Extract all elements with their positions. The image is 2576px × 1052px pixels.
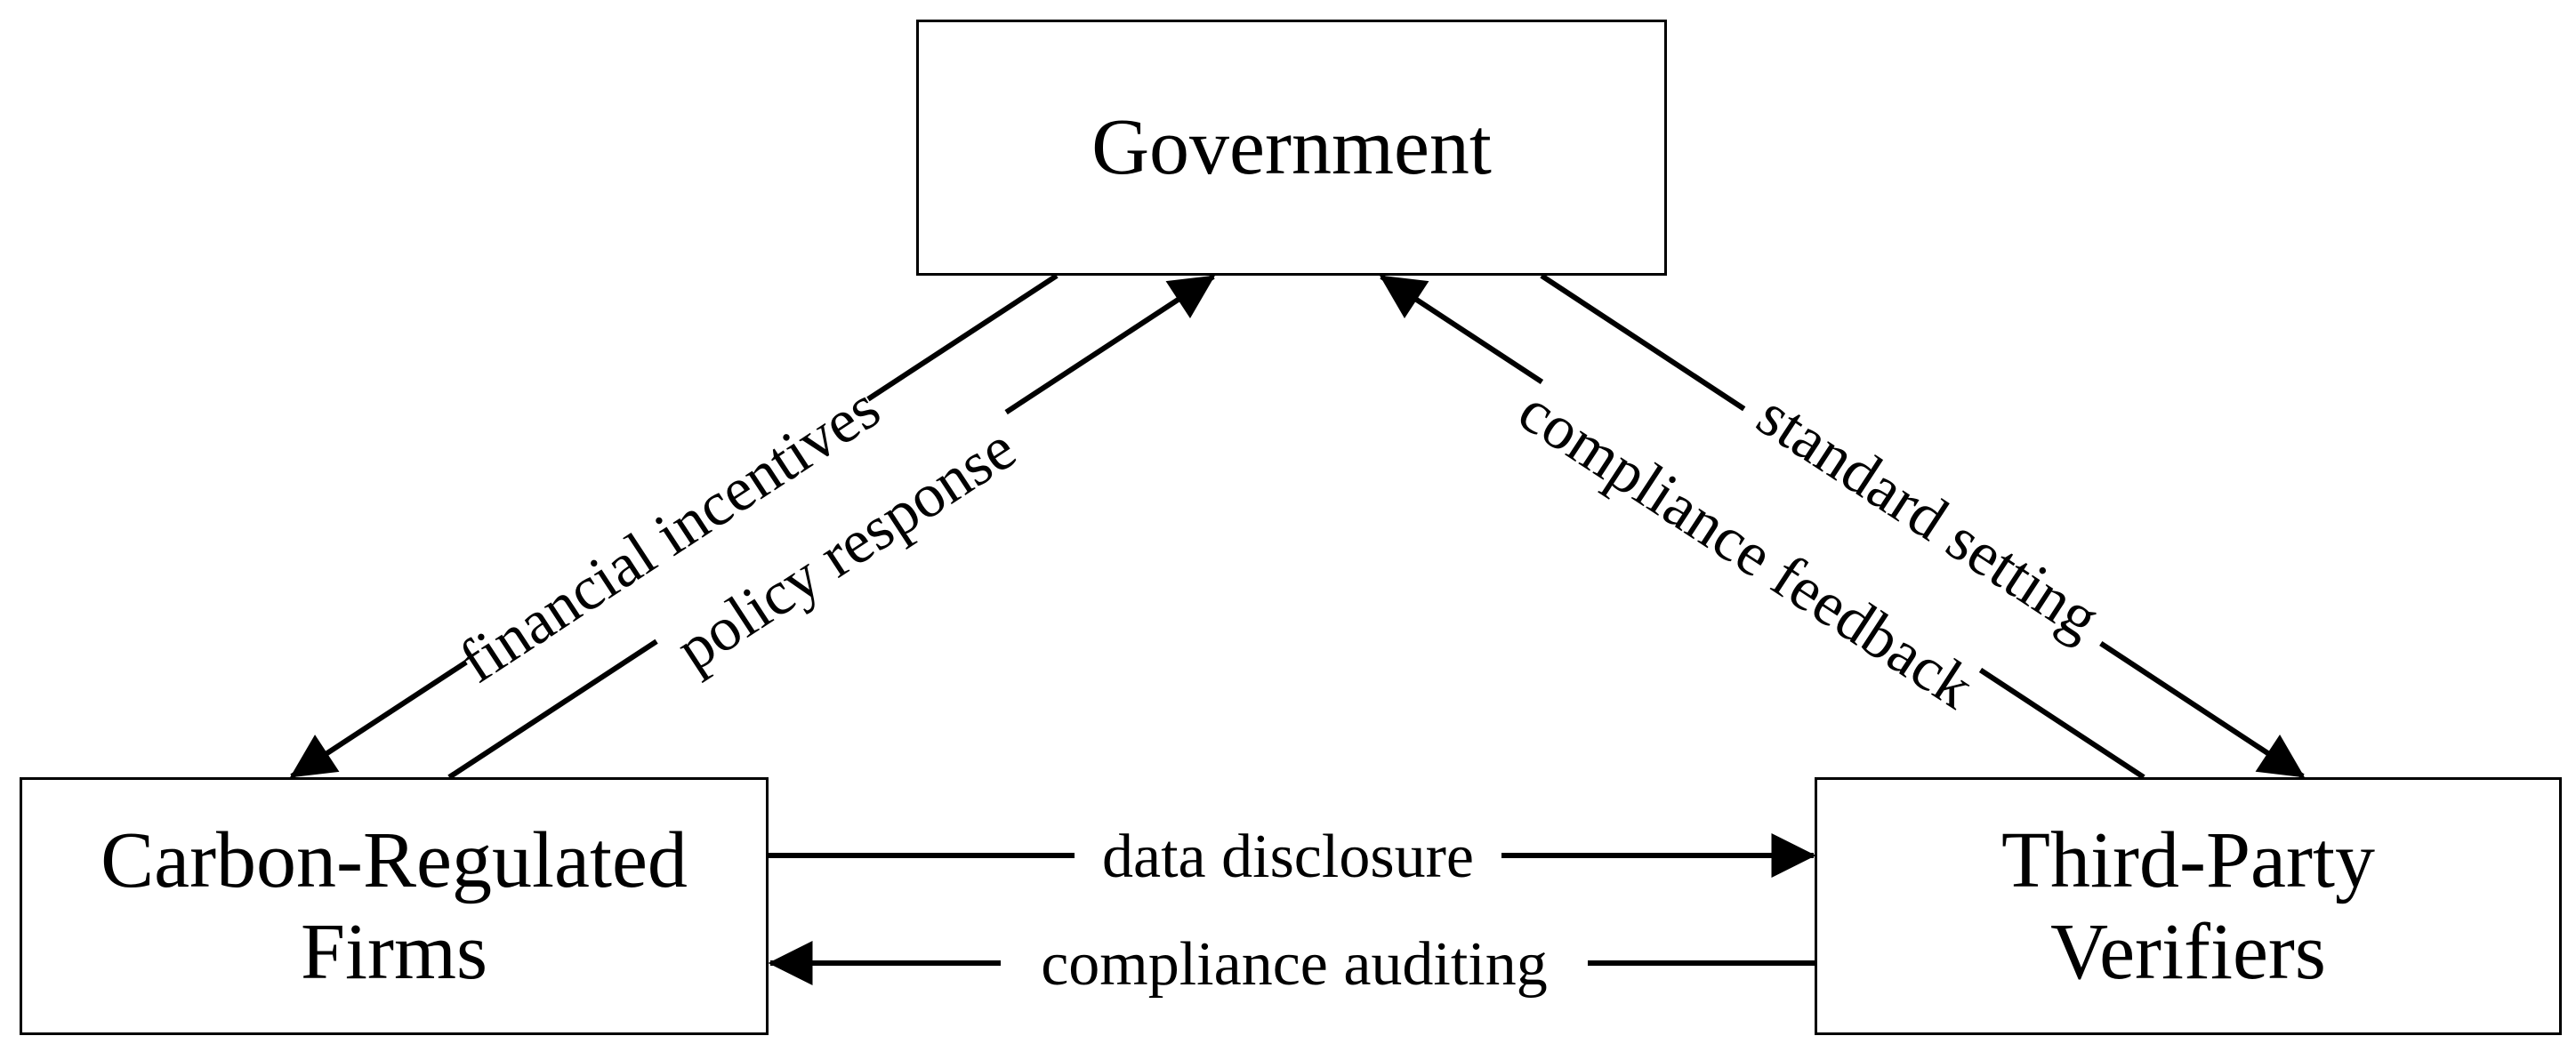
edge-policy-response: policy response [447, 274, 1216, 780]
edge-compliance-auditing: compliance auditing [768, 925, 1815, 1001]
node-firms-label-line1: Carbon-Regulated [101, 815, 688, 904]
edge-data-disclosure: data disclosure [769, 816, 1816, 891]
node-verifiers-label-line1: Third-Party [2001, 815, 2375, 904]
node-verifiers-label-line2: Verifiers [2050, 908, 2326, 996]
edge-label-data-disclosure: data disclosure [1102, 823, 1474, 891]
edge-compliance-feedback: compliance feedback [1379, 274, 2145, 780]
edge-label-compliance-auditing: compliance auditing [1041, 930, 1548, 999]
node-third-party-verifiers: Third-Party Verifiers [1815, 777, 2562, 1035]
node-carbon-regulated-firms: Carbon-Regulated Firms [20, 777, 769, 1035]
node-government: Government [916, 20, 1667, 276]
node-firms-label-line2: Firms [300, 908, 488, 996]
node-government-label: Government [1091, 103, 1492, 192]
